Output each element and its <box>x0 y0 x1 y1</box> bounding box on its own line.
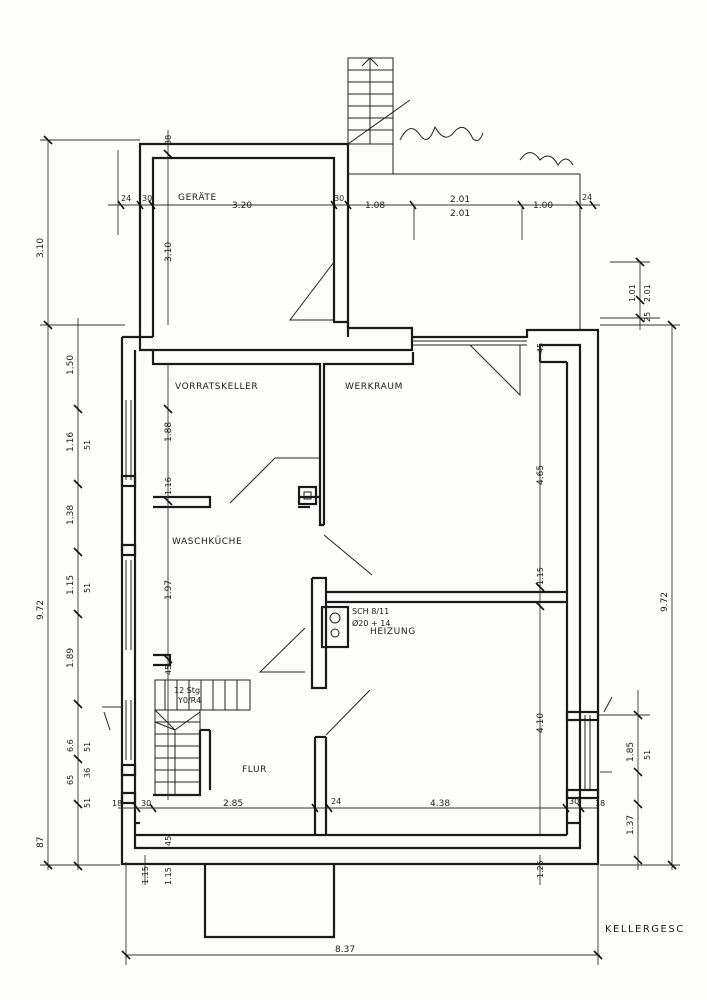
dim-li-138: 1.38 <box>66 505 76 525</box>
dim-in-410: 4.10 <box>536 713 546 733</box>
dim-in-116: 1.16 <box>164 477 173 495</box>
dim-r-185: 1.85 <box>626 742 636 762</box>
dim-li-116: 1.16 <box>66 432 76 452</box>
bottom-inner-wall <box>135 821 580 837</box>
dim-li-51-d: 51 <box>83 798 92 808</box>
dim-li-65: 65 <box>66 775 75 785</box>
chimney-note: SCH 8/11 <box>352 607 389 616</box>
dim-in-45a: 45 <box>164 665 173 675</box>
dim-li-115: 1.15 <box>66 575 76 595</box>
stair <box>154 679 251 796</box>
stair-note: 12 Stg <box>174 686 200 695</box>
dim-top-30-a: 30 <box>142 194 152 203</box>
dim-right <box>598 257 680 870</box>
dim-top-201-a: 2.01 <box>450 195 470 205</box>
sheet-title: KELLERGESC <box>605 924 685 935</box>
dim-r-137: 1.37 <box>626 815 636 835</box>
dim-top-30-b: 30 <box>334 194 344 203</box>
dim-top-320: 3.20 <box>232 201 252 211</box>
dim-in-438: 4.38 <box>430 799 450 809</box>
dim-b-125: 1.25 <box>536 860 545 878</box>
room-label-geraete: GERÄTE <box>178 192 217 203</box>
dim-in-465: 4.65 <box>536 465 546 485</box>
dim-in-188: 1.88 <box>164 422 174 442</box>
dim-li-51-c: 51 <box>83 742 92 752</box>
dim-interior <box>163 130 545 835</box>
chimney-dims-note: Ø20 + 14 <box>352 618 390 628</box>
dim-in-38: 38 <box>164 135 173 145</box>
dim-li-150: 1.50 <box>66 355 76 375</box>
dim-left-972: 9.72 <box>36 600 46 620</box>
dim-in-197: 1.97 <box>164 580 174 600</box>
dim-in-30-bot: 30 <box>141 799 151 808</box>
dim-in-24-bot: 24 <box>331 797 341 806</box>
dim-top-201-b: 2.01 <box>450 209 470 219</box>
door-swings <box>229 261 521 736</box>
dim-r-51: 51 <box>643 750 652 760</box>
room-label-werkraum: WERKRAUM <box>345 382 403 392</box>
dim-in-115v: 1.15 <box>164 867 173 885</box>
stair-note-2: Y0/R4 <box>177 696 201 705</box>
dim-left-87: 87 <box>36 837 46 848</box>
dim-li-66: 6.6 <box>66 739 75 752</box>
dim-in-285: 2.85 <box>223 799 243 809</box>
dim-in-45b: 45 <box>164 836 173 846</box>
dim-left-310: 3.10 <box>36 238 46 258</box>
dim-r-25: 25 <box>643 312 652 322</box>
exterior-stair <box>347 57 581 330</box>
dim-in-310v: 3.10 <box>164 242 174 262</box>
dim-in-18-r: 18 <box>595 799 605 808</box>
inner-top-walls <box>138 337 569 835</box>
dim-top <box>108 200 600 240</box>
left-windows <box>120 400 137 805</box>
dim-li-189: 1.89 <box>66 648 76 668</box>
dim-li-36: 36 <box>83 768 92 778</box>
dim-in-115h: 1.15 <box>536 567 545 585</box>
room-label-heizung: HEIZUNG <box>370 627 416 637</box>
dim-r-201: 2.01 <box>643 284 652 302</box>
geraete-walls <box>138 142 350 339</box>
dim-r-972: 9.72 <box>660 592 670 612</box>
room-label-flur: FLUR <box>242 765 267 775</box>
dim-r-101: 1.01 <box>628 284 637 302</box>
room-label-vorratskeller: VORRATSKELLER <box>175 382 258 392</box>
dim-top-108: 1.08 <box>365 201 385 211</box>
dim-in-45c: 45 <box>536 343 545 353</box>
dim-li-51-a: 51 <box>83 440 92 450</box>
dim-in-30-br: 30 <box>569 797 579 806</box>
right-windows <box>565 710 600 800</box>
dim-b-837: 8.37 <box>335 945 355 955</box>
dim-left <box>40 135 140 871</box>
lower-projection <box>203 864 336 939</box>
dim-in-18: 18 <box>112 799 122 808</box>
dim-b-115: 1.15 <box>141 866 150 884</box>
vorrat-wasch-wall <box>153 485 320 509</box>
dim-top-24-right: 24 <box>582 193 592 202</box>
dim-top-100: 1.00 <box>533 201 553 211</box>
room-label-waschkueche: WASCHKÜCHE <box>172 536 242 547</box>
middle-walls <box>310 576 567 835</box>
dim-li-51-b: 51 <box>83 583 92 593</box>
dim-bottom <box>118 803 603 965</box>
dim-top-24-left: 24 <box>121 194 131 203</box>
